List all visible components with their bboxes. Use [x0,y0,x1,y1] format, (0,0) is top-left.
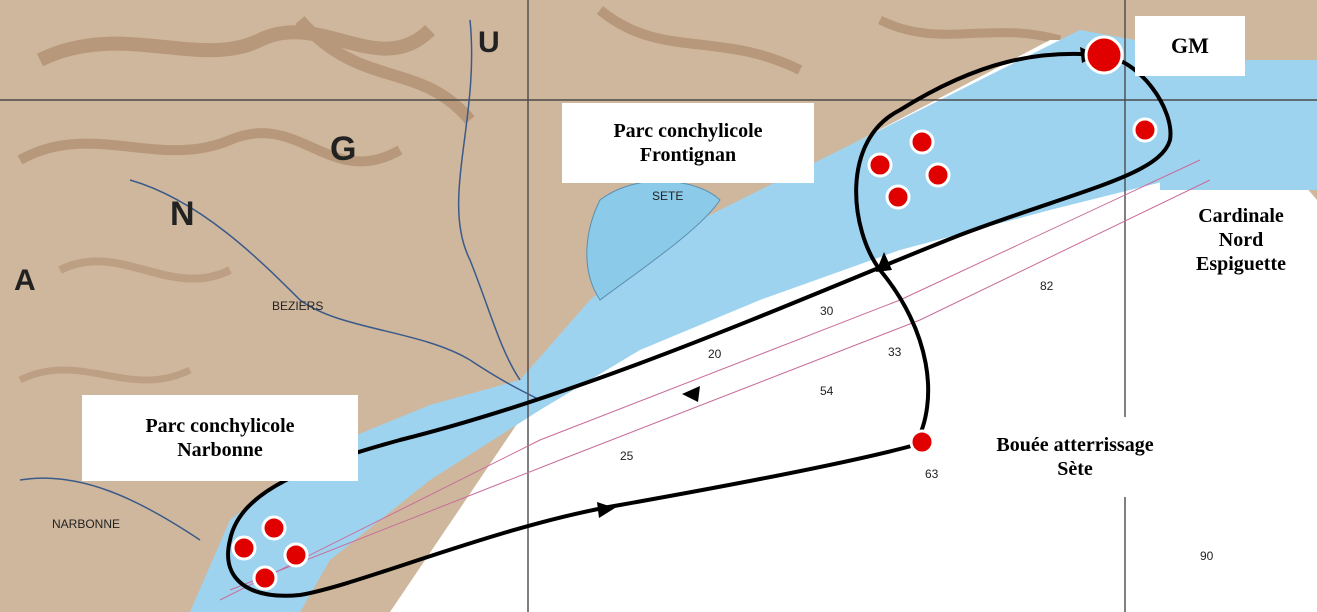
depth-90: 90 [1200,549,1214,563]
depth-20: 20 [708,347,722,361]
markers [231,35,1158,591]
label-cardinale-line3: Espiguette [1196,253,1286,275]
label-parc-narbonne: Parc conchylicole Narbonne [82,395,358,481]
map-letter-g: G [330,130,356,168]
label-bouee-line2: Sète [1057,458,1093,480]
marker-gm [1084,35,1124,75]
town-beziers: BEZIERS [272,299,323,313]
channel-lines [219,159,1211,601]
map-text: N G U A BEZIERS NARBONNE SETE 20 25 54 3… [14,26,1214,563]
label-gm: GM [1135,16,1245,76]
marker-cardinale [1132,117,1158,143]
town-sete: SETE [652,189,683,203]
depth-33: 33 [888,345,902,359]
label-parc-frontignan: Parc conchylicole Frontignan [562,103,814,183]
marker-frontignan-3 [925,162,951,188]
marker-frontignan-2 [867,152,893,178]
marker-frontignan-1 [909,129,935,155]
relief-shading [17,6,1062,384]
label-narbonne-line1: Parc conchylicole [145,415,295,437]
label-narbonne-line2: Narbonne [177,439,263,461]
marker-frontignan-4 [885,184,911,210]
route-loop [226,51,1173,598]
arrow-east [597,502,615,518]
marker-narbonne-1 [261,515,287,541]
marker-narbonne-4 [252,565,278,591]
label-bouee-atterrissage: Bouée atterrissage Sète [945,417,1205,497]
map-letter-n: N [170,195,195,233]
depth-30: 30 [820,304,834,318]
arrow-north [876,252,892,272]
arrow-west [682,386,700,402]
depth-54: 54 [820,384,834,398]
coastal-sea-east [1160,60,1317,190]
label-bouee-line1: Bouée atterrissage [996,434,1154,456]
label-frontignan-line1: Parc conchylicole [613,120,763,142]
map-letter-a: A [14,264,36,297]
marker-narbonne-2 [231,535,257,561]
label-cardinale-nord-espiguette: Cardinale Nord Espiguette [1165,190,1317,290]
label-cardinale-line1: Cardinale [1198,205,1284,227]
label-frontignan-line2: Frontignan [639,144,737,166]
marker-bouee [909,429,935,455]
label-gm-text: GM [1171,33,1209,58]
depth-82: 82 [1040,279,1054,293]
rivers [19,19,541,541]
depth-25: 25 [620,449,634,463]
label-cardinale-line2: Nord [1218,229,1264,251]
depth-63: 63 [925,467,939,481]
marker-narbonne-3 [283,542,309,568]
town-narbonne: NARBONNE [52,517,120,531]
map-letter-u: U [478,26,500,59]
